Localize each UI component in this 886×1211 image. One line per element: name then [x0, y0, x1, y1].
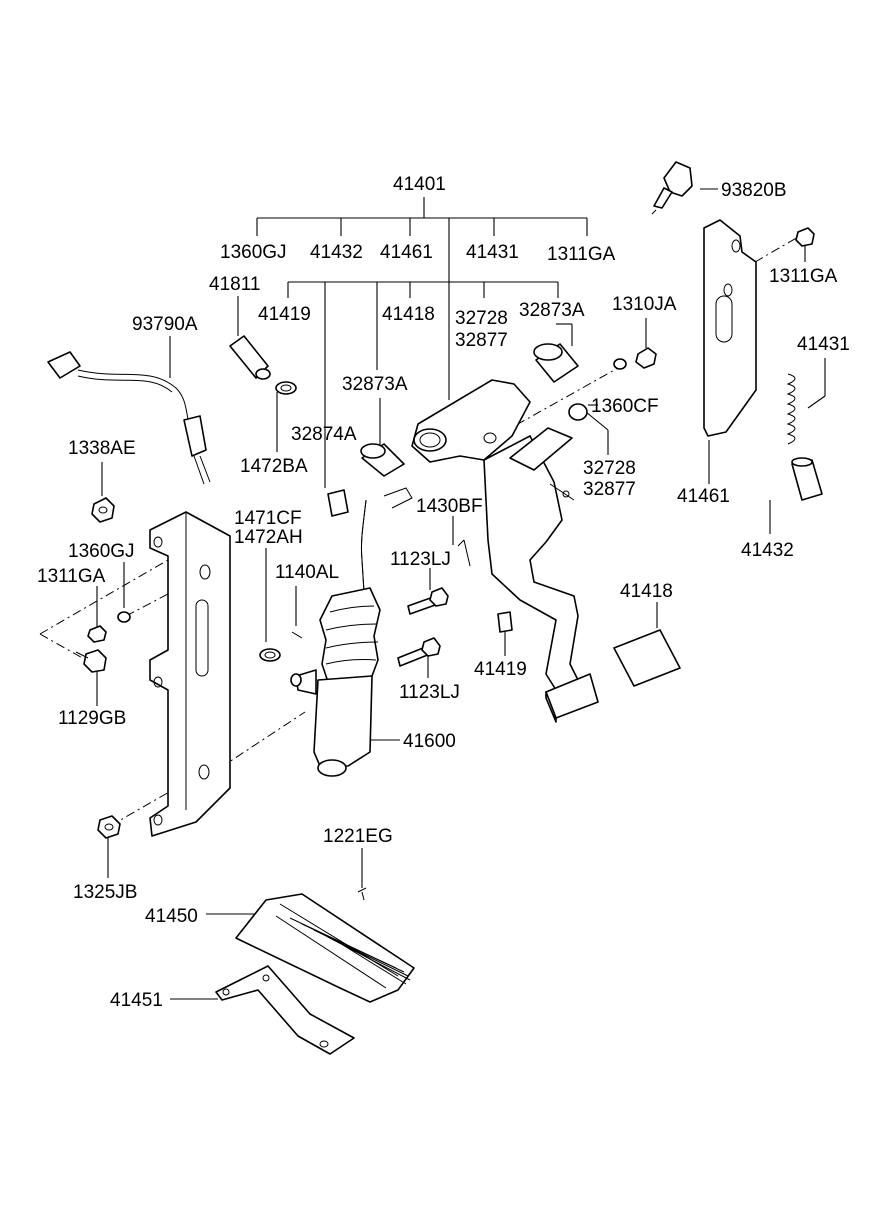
- label-1311ga-left: 1311GA: [37, 566, 106, 587]
- screw-1221eg: [357, 887, 367, 901]
- label-32877-mid: 32877: [583, 479, 636, 500]
- pedal-pad-on-arm: [545, 673, 599, 723]
- foot-rest-bracket-41451: [215, 965, 355, 1055]
- leader-lines: [96, 188, 826, 1000]
- label-32728-top: 32728: [455, 308, 508, 329]
- label-93790a: 93790A: [132, 314, 198, 335]
- bushing-32873a-mid: [360, 443, 405, 477]
- bolt-1123lj-top: [407, 587, 449, 615]
- pivot-pin-32874a: [327, 489, 349, 517]
- clutch-pedal-41401: [411, 379, 579, 691]
- bushing-41432: [791, 457, 823, 501]
- bushing-32873a-top: [533, 343, 579, 383]
- label-41432-right: 41432: [741, 540, 794, 561]
- label-1129gb: 1129GB: [58, 708, 126, 729]
- label-41431-right: 41431: [797, 334, 850, 355]
- pedal-bracket-41461: [703, 219, 757, 437]
- master-cylinder-41600: [290, 487, 413, 777]
- label-32728-mid: 32728: [583, 458, 636, 479]
- nut-1310ja: [635, 347, 657, 369]
- spring-41431: [786, 373, 796, 445]
- bolt-1123lj-mid: [397, 637, 441, 667]
- switch-harness-93790a: [47, 351, 211, 485]
- label-1123lj-mid: 1123LJ: [399, 682, 460, 703]
- clip-41419: [497, 611, 513, 633]
- clamp-1472ba: [275, 381, 297, 395]
- bolt-1129gb: [75, 649, 107, 673]
- label-1360gj-left: 1360GJ: [68, 541, 135, 562]
- label-1140al: 1140AL: [275, 562, 339, 583]
- nut-1338ae: [91, 497, 115, 523]
- label-1338ae: 1338AE: [68, 438, 136, 459]
- label-1430bf: 1430BF: [416, 496, 483, 517]
- label-1471cf: 1471CF: [234, 508, 302, 529]
- switch-93820b: [651, 161, 693, 215]
- foot-rest-41450: [235, 893, 415, 1003]
- label-41461-top: 41461: [380, 242, 433, 263]
- label-41461-right: 41461: [677, 486, 730, 507]
- label-1310ja: 1310JA: [612, 294, 677, 315]
- label-41431-top: 41431: [466, 242, 519, 263]
- label-1311ga-right: 1311GA: [769, 266, 838, 287]
- label-41451: 41451: [110, 990, 163, 1011]
- bolt-1325jb: [97, 815, 121, 839]
- pedal-pad-41418: [613, 629, 681, 687]
- label-1325jb: 1325JB: [73, 882, 137, 903]
- label-41600: 41600: [403, 731, 456, 752]
- label-41811: 41811: [209, 274, 260, 295]
- clutch-bracket-left: [149, 511, 231, 837]
- label-41419-top: 41419: [258, 304, 311, 325]
- stopper-32728: [568, 403, 588, 421]
- label-32874a: 32874A: [291, 424, 357, 445]
- nut-1311ga-left: [87, 625, 107, 643]
- label-93820b: 93820B: [721, 180, 787, 201]
- label-32873a-top: 32873A: [519, 300, 585, 321]
- label-41418-top: 41418: [382, 304, 435, 325]
- clamp-1471cf: [259, 648, 281, 662]
- label-41419-mid: 41419: [474, 659, 527, 680]
- screw-1140al: [291, 631, 303, 639]
- hose-41811: [229, 335, 271, 380]
- label-1472ah: 1472AH: [234, 527, 303, 548]
- label-1123lj-top: 1123LJ: [390, 549, 451, 570]
- label-41401: 41401: [393, 174, 446, 195]
- label-1221eg: 1221EG: [323, 826, 393, 847]
- label-1311ga-top: 1311GA: [547, 244, 616, 265]
- label-41432-top: 41432: [310, 242, 363, 263]
- label-41450: 41450: [145, 906, 198, 927]
- pin-1430bf: [457, 539, 471, 567]
- part-labels: 41401 93820B 1360GJ 41432 41461 41431 13…: [37, 174, 850, 1011]
- label-1472ba: 1472BA: [240, 456, 308, 477]
- nut-1311ga-right: [795, 227, 815, 247]
- washer-1360gj-left: [117, 611, 131, 623]
- label-32877-top: 32877: [455, 330, 508, 351]
- label-1360gj-top: 1360GJ: [220, 242, 287, 263]
- washer-1360cf: [613, 358, 627, 370]
- label-41418-right: 41418: [620, 581, 673, 602]
- label-32873a-mid: 32873A: [342, 374, 408, 395]
- label-1360cf: 1360CF: [591, 396, 659, 417]
